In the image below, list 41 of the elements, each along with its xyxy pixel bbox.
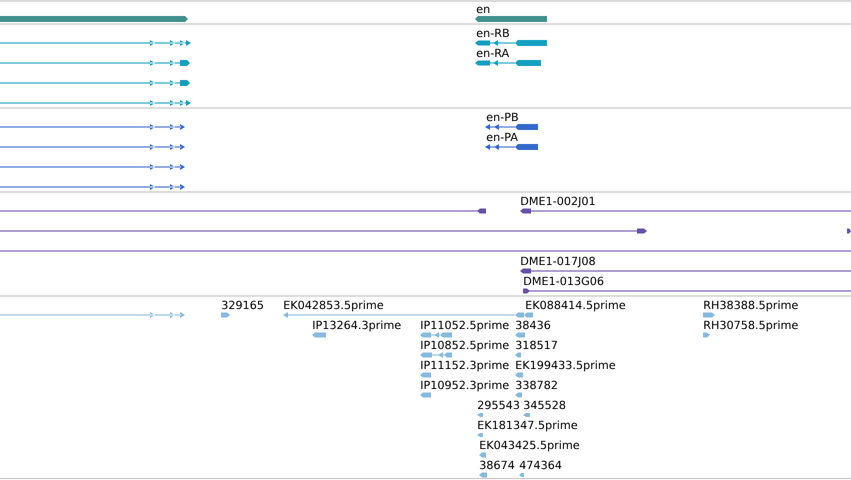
- feature-label: IP11152.3prime: [421, 360, 509, 372]
- transcript-glyph: [0, 60, 190, 66]
- feature-label: 338782: [516, 380, 557, 390]
- transcript-glyph: [0, 80, 190, 86]
- feature-label: RH30758.5prime: [704, 320, 798, 332]
- feature-label: IP10952.3prime: [421, 380, 509, 392]
- feature-label: 318517: [516, 340, 557, 350]
- transcript-glyph: [0, 144, 185, 150]
- feature-label: 38436: [516, 320, 550, 330]
- feature-label: en: [476, 6, 490, 14]
- clone-glyph: [0, 208, 486, 214]
- feature-label: EK088414.5prime: [526, 300, 626, 312]
- feature-label: 474364: [520, 460, 562, 470]
- feature-label: EK181347.5prime: [478, 420, 578, 432]
- est-glyph: [0, 312, 185, 318]
- transcript-glyph: [0, 40, 191, 46]
- feature-label: IP13264.3prime: [313, 320, 401, 332]
- feature-label: 38674: [480, 460, 514, 470]
- feature-label: en-PB: [486, 112, 518, 122]
- feature-label: en-RB: [476, 28, 509, 38]
- feature-label: DME1-002J01: [521, 196, 595, 208]
- feature-label: 329165: [222, 300, 263, 310]
- clone-glyph: [847, 228, 851, 234]
- transcript-glyph: [0, 100, 191, 106]
- feature-label: 295543: [478, 400, 520, 410]
- transcript-glyph: [0, 184, 185, 190]
- feature-label: EK042853.5prime: [284, 300, 384, 312]
- transcript-glyph: [0, 124, 185, 130]
- feature-label: RH38388.5prime: [704, 300, 798, 312]
- transcript-glyph: [0, 164, 185, 170]
- feature-label: EK199433.5prime: [516, 360, 616, 372]
- feature-label: 345528: [524, 400, 566, 410]
- gene-bar: [0, 16, 188, 22]
- feature-label: DME1-013G06: [524, 276, 604, 286]
- feature-label: EK043425.5prime: [480, 440, 580, 452]
- feature-label: IP11052.5prime: [421, 320, 509, 332]
- feature-label: en-PA: [486, 132, 518, 142]
- feature-label: IP10852.5prime: [421, 340, 509, 352]
- clone-glyph: [0, 228, 647, 234]
- feature-label: DME1-017J08: [521, 256, 595, 268]
- feature-label: en-RA: [476, 48, 510, 58]
